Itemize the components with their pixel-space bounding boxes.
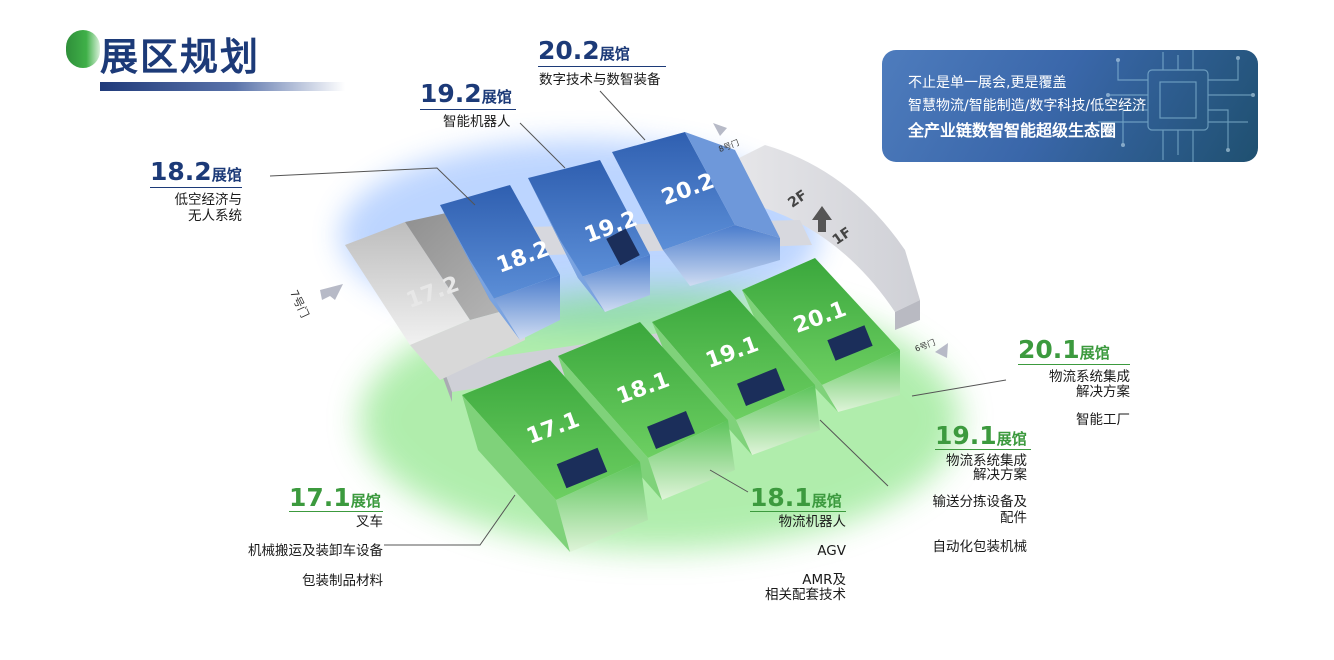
page-title: 展区规划 — [100, 35, 261, 79]
hall-18-1-item-2: AGV — [817, 543, 846, 559]
gate-8-arrow-icon — [713, 123, 727, 136]
hall-suffix: 展馆 — [996, 430, 1027, 448]
hall-20-1-item-1: 物流系统集成 — [1049, 369, 1130, 385]
hall-17-1-logo-icon — [556, 447, 608, 489]
block-18-2 — [440, 185, 560, 340]
hall-17-1-item-1: 叉车 — [356, 514, 383, 530]
floor-up-arrow-icon — [812, 206, 832, 232]
hall-suffix: 展馆 — [811, 492, 842, 510]
gate-6-arrow-icon — [935, 343, 948, 358]
hall-17-1-item-3: 包装制品材料 — [302, 573, 383, 589]
hall-suffix: 展馆 — [211, 166, 242, 184]
hall-number: 18.2 — [150, 157, 212, 186]
leader-20-1 — [911, 379, 1007, 397]
hall-20-1-item-2: 解决方案 — [1076, 384, 1130, 400]
hall-number: 20.2 — [538, 36, 600, 65]
leader-19-1 — [819, 419, 889, 487]
leader-18-1 — [709, 469, 749, 493]
hall-label-20-1: 20.1展馆 — [1018, 335, 1110, 364]
leader-20-2 — [599, 90, 646, 141]
hall-18-2-item-2: 无人系统 — [188, 208, 242, 224]
block-17-1 — [462, 360, 648, 552]
gate-7-label: 7号门 — [287, 288, 312, 320]
hall-18-1-item-4: 相关配套技术 — [765, 587, 846, 603]
hall-number: 17.1 — [289, 483, 351, 512]
hall-number: 19.1 — [935, 421, 997, 450]
hall-number: 19.2 — [420, 79, 482, 108]
leader-17-1 — [384, 494, 516, 546]
banner-line-1: 不止是单一展会,更是覆盖 — [908, 75, 1067, 91]
hall-20-1-item-3: 智能工厂 — [1076, 412, 1130, 428]
hall-19-1-logo-icon — [737, 368, 785, 406]
hall-18-2-underline — [150, 187, 242, 188]
hall-number: 18.1 — [750, 483, 812, 512]
hall-label-19-1: 19.1展馆 — [935, 421, 1027, 450]
hall-19-1-item-1: 物流系统集成 — [946, 453, 1027, 469]
info-banner: 不止是单一展会,更是覆盖 智慧物流/智能制造/数字科技/低空经济 全产业链数智智… — [882, 50, 1258, 162]
ramp-2f-1f — [735, 145, 920, 330]
circuit-board-graphic — [1098, 50, 1255, 162]
hall-18-1-item-1: 物流机器人 — [778, 514, 847, 530]
hall-20-2-underline — [538, 66, 666, 67]
hall-suffix: 展馆 — [350, 492, 381, 510]
hall-number: 20.1 — [1018, 335, 1080, 364]
hall-label-19-2: 19.2展馆 — [420, 79, 512, 108]
hall-19-1-underline — [935, 449, 1031, 450]
block-20-2 — [612, 132, 780, 286]
leader-18-2 — [269, 167, 476, 206]
block-20-1 — [742, 258, 900, 412]
hall-20-1-logo-icon — [827, 325, 873, 361]
hall-suffix: 展馆 — [599, 45, 630, 63]
hall-17-1-underline — [289, 511, 383, 512]
hall-19-1-item-5: 自动化包装机械 — [932, 539, 1028, 555]
hall-19-1-item-4: 配件 — [1000, 510, 1027, 526]
title-accent-pill — [66, 30, 100, 68]
hall-17-1-item-2: 机械搬运及装卸车设备 — [248, 543, 383, 559]
gate-7-arrow-icon — [320, 284, 343, 300]
hall-19-1-item-3: 输送分拣设备及 — [932, 494, 1028, 510]
hall-suffix: 展馆 — [481, 88, 512, 106]
hall-20-1-underline — [1018, 364, 1130, 365]
hall-20-2-item: 数字技术与数智装备 — [539, 72, 661, 88]
banner-line-2: 智慧物流/智能制造/数字科技/低空经济 — [908, 98, 1147, 114]
hall-19-2-item: 智能机器人 — [443, 114, 511, 130]
hall-18-1-underline — [750, 511, 846, 512]
hall-label-18-2: 18.2展馆 — [150, 157, 242, 186]
hall-label-20-2: 20.2展馆 — [538, 36, 630, 65]
banner-line-3: 全产业链数智智能超级生态圈 — [908, 121, 1117, 140]
hall-19-2-logo-icon — [606, 228, 640, 266]
hall-label-17-1: 17.1展馆 — [289, 483, 381, 512]
title-underline — [100, 82, 345, 91]
hall-18-1-logo-icon — [647, 411, 695, 449]
hall-18-2-item-1: 低空经济与 — [174, 192, 243, 208]
hall-label-18-1: 18.1展馆 — [750, 483, 842, 512]
hall-18-1-item-3: AMR及 — [802, 572, 846, 588]
hall-19-2-underline — [420, 109, 516, 110]
hall-suffix: 展馆 — [1079, 344, 1110, 362]
gate-6-label: 6号门 — [913, 337, 936, 354]
leader-19-2 — [519, 122, 566, 169]
block-19-2 — [528, 160, 650, 312]
hall-19-1-item-2: 解决方案 — [973, 467, 1027, 483]
